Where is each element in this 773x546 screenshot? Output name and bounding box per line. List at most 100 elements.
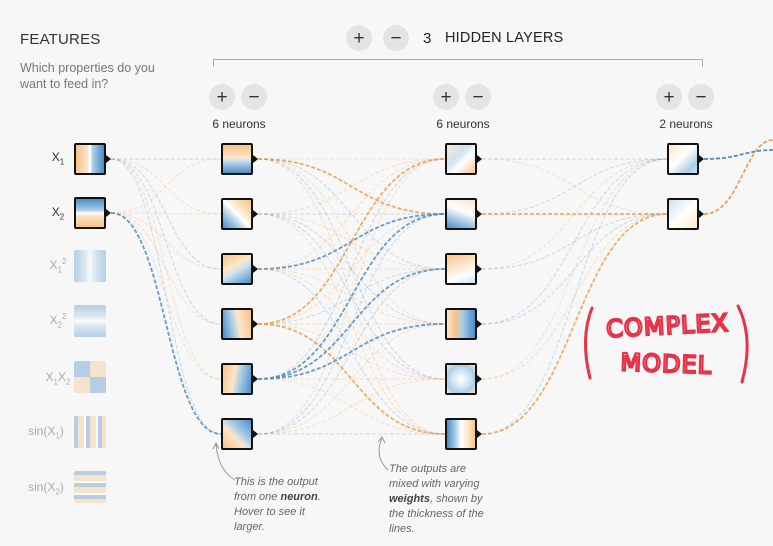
layer-1-neuron-3-arrow bbox=[253, 265, 258, 273]
feature-node-x1-squared[interactable] bbox=[74, 250, 106, 282]
link bbox=[257, 213, 446, 380]
link bbox=[257, 268, 446, 435]
link bbox=[257, 158, 446, 325]
layer-1-remove-neuron-button[interactable]: − bbox=[241, 84, 267, 110]
add-layer-button[interactable]: + bbox=[346, 25, 372, 51]
link bbox=[481, 158, 668, 380]
link bbox=[481, 213, 668, 270]
feature-node-x1x2[interactable] bbox=[74, 361, 106, 393]
handwriting-line-1: COMPLEX bbox=[606, 309, 730, 343]
layer-1-neuron-1-arrow bbox=[253, 155, 258, 163]
link bbox=[110, 212, 222, 380]
link bbox=[257, 378, 446, 435]
remove-layer-button[interactable]: − bbox=[383, 25, 409, 51]
left-paren bbox=[583, 306, 594, 380]
output-link bbox=[703, 149, 773, 160]
layer-3-remove-neuron-button[interactable]: − bbox=[688, 84, 714, 110]
link bbox=[110, 158, 222, 214]
link bbox=[110, 158, 222, 380]
layer-2-neurons-label: 6 neurons bbox=[436, 117, 490, 131]
layer-1-neuron-6-arrow bbox=[253, 430, 258, 438]
link bbox=[257, 158, 446, 215]
layer-1-neuron-3[interactable] bbox=[221, 253, 253, 285]
link bbox=[257, 268, 446, 435]
weights-note-pointer bbox=[377, 436, 389, 471]
weights-note: The outputs are mixed with varying weigh… bbox=[389, 463, 484, 535]
feature-node-sin-x2[interactable] bbox=[74, 471, 106, 503]
layer-2-neuron-1-arrow bbox=[477, 155, 482, 163]
feature-label-x1: X1 bbox=[51, 150, 65, 167]
layer-2-neuron-2[interactable] bbox=[445, 198, 477, 230]
link bbox=[481, 213, 668, 380]
layer-3-neuron-2-arrow bbox=[699, 210, 704, 218]
feature-label-x1x2: X1X2 bbox=[45, 370, 71, 387]
link bbox=[110, 158, 222, 435]
link bbox=[481, 213, 668, 435]
layer-2-neuron-6-arrow bbox=[477, 430, 482, 438]
link bbox=[257, 323, 446, 435]
link bbox=[257, 323, 446, 435]
neuron-note-pointer bbox=[212, 441, 236, 481]
layers-bracket bbox=[213, 59, 703, 67]
link bbox=[481, 158, 668, 270]
link bbox=[257, 268, 446, 380]
layer-2-remove-neuron-button[interactable]: − bbox=[465, 84, 491, 110]
link bbox=[257, 213, 446, 270]
layer-2-neuron-4-arrow bbox=[477, 320, 482, 328]
feature-node-x2-squared[interactable] bbox=[74, 305, 106, 337]
layer-3-neuron-1[interactable] bbox=[667, 143, 699, 175]
link bbox=[481, 158, 668, 215]
layer-2-neuron-3-arrow bbox=[477, 265, 482, 273]
layer-1-neuron-2[interactable] bbox=[221, 198, 253, 230]
link bbox=[257, 268, 446, 380]
layer-2-neuron-1[interactable] bbox=[445, 143, 477, 175]
right-paren bbox=[736, 304, 749, 384]
layer-2-neuron-6[interactable] bbox=[445, 418, 477, 450]
feature-node-x1[interactable] bbox=[74, 143, 106, 175]
link bbox=[257, 158, 446, 325]
link bbox=[110, 212, 222, 435]
link bbox=[257, 213, 446, 380]
link bbox=[110, 212, 222, 215]
link bbox=[481, 158, 668, 215]
link bbox=[110, 212, 222, 270]
layer-1-add-neuron-button[interactable]: + bbox=[209, 84, 235, 110]
layer-3-add-neuron-button[interactable]: + bbox=[656, 84, 682, 110]
output-link bbox=[703, 139, 773, 215]
link bbox=[257, 213, 446, 325]
layer-2-neuron-5[interactable] bbox=[445, 363, 477, 395]
feature-x2-output-arrow bbox=[106, 209, 111, 217]
feature-label-x2: X2 bbox=[51, 205, 65, 222]
feature-x1-output-arrow bbox=[106, 155, 111, 163]
feature-node-x2[interactable] bbox=[74, 197, 106, 229]
layer-2-neuron-2-arrow bbox=[477, 210, 482, 218]
layer-1-neuron-5[interactable] bbox=[221, 363, 253, 395]
feature-label-sin-x2: sin(X2) bbox=[28, 480, 64, 497]
layer-3-neuron-2[interactable] bbox=[667, 198, 699, 230]
layer-2-add-neuron-button[interactable]: + bbox=[433, 84, 459, 110]
hidden-layers-count: 3 bbox=[423, 30, 432, 47]
layer-1-neurons-label: 6 neurons bbox=[212, 117, 266, 131]
link bbox=[257, 158, 446, 435]
layer-2-neuron-4[interactable] bbox=[445, 308, 477, 340]
link bbox=[257, 158, 446, 435]
link bbox=[257, 213, 446, 435]
link bbox=[257, 158, 446, 270]
layer-3-neurons-label: 2 neurons bbox=[659, 117, 713, 131]
feature-label-sin-x1: sin(X1) bbox=[28, 424, 64, 441]
link bbox=[257, 213, 446, 435]
layer-1-neuron-4-arrow bbox=[253, 320, 258, 328]
feature-node-sin-x1[interactable] bbox=[74, 416, 106, 448]
link bbox=[481, 158, 668, 435]
layer-1-neuron-4[interactable] bbox=[221, 308, 253, 340]
neuron-note: This is the output from one neuron. Hove… bbox=[234, 476, 321, 533]
layer-2-neuron-3[interactable] bbox=[445, 253, 477, 285]
layer-1-neuron-6[interactable] bbox=[221, 418, 253, 450]
link bbox=[110, 158, 222, 325]
link bbox=[110, 158, 222, 270]
layer-1-neuron-1[interactable] bbox=[221, 143, 253, 175]
link bbox=[257, 213, 446, 325]
link bbox=[257, 323, 446, 380]
link bbox=[257, 268, 446, 325]
